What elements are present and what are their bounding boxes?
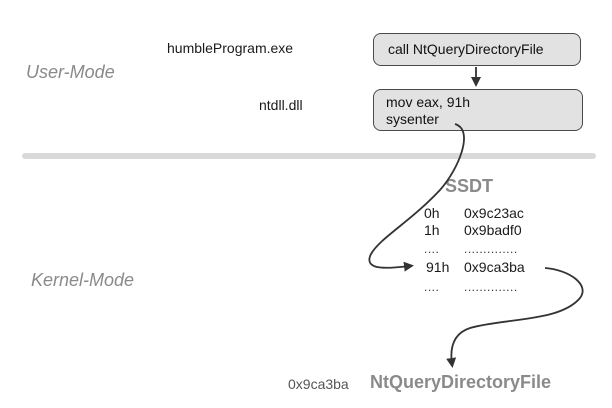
dll-code-line-2: sysenter (386, 111, 439, 127)
dll-code-line-1: mov eax, 91h (386, 94, 471, 110)
dll-code-box: mov eax, 91h sysenter (373, 89, 583, 131)
ssdt-row-address: 0x9c23ac (464, 205, 524, 221)
ssdt-row-address: .............. (464, 280, 518, 294)
ssdt-row-address-highlight: 0x9ca3ba (464, 259, 525, 275)
ssdt-row-index-highlight: 91h (426, 259, 450, 275)
program-label: humbleProgram.exe (167, 40, 294, 56)
program-call-text: call NtQueryDirectoryFile (388, 41, 544, 57)
ssdt-row-address: 0x9badf0 (464, 222, 522, 238)
program-call-box: call NtQueryDirectoryFile (373, 33, 581, 66)
ssdt-row-index: .... (424, 280, 440, 294)
target-address: 0x9ca3ba (288, 376, 349, 392)
ssdt-title: SSDT (445, 176, 494, 196)
ssdt-row-index: 1h (424, 222, 440, 238)
target-function-name: NtQueryDirectoryFile (370, 372, 552, 392)
ssdt-row-address: .............. (464, 242, 518, 256)
user-mode-label: User-Mode (26, 62, 115, 82)
mode-divider (22, 153, 596, 159)
ssdt-row-index: 0h (424, 205, 440, 221)
dll-label: ntdll.dll (259, 97, 303, 113)
kernel-mode-label: Kernel-Mode (31, 270, 135, 290)
ssdt-row-index: .... (424, 242, 440, 256)
